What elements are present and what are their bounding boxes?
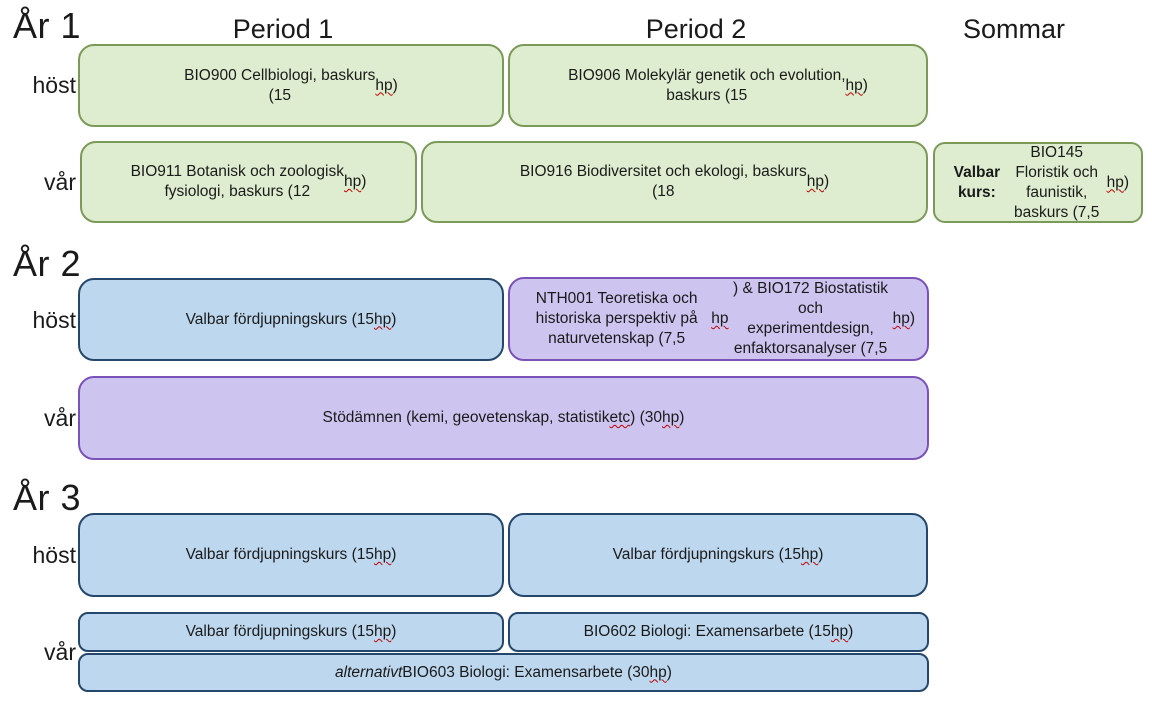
course-box-stodamnen: Stödämnen (kemi, geovetenskap, statistik… [78,376,929,460]
year-2-autumn-label: höst [32,307,76,333]
period-1-header: Period 1 [232,14,334,44]
course-box-nth001-bio172: NTH001 Teoretiska och historiska perspek… [508,277,929,361]
year-2-spring-label: vår [44,405,76,431]
course-box-bio603: alternativt BIO603 Biologi: Examensarbet… [78,653,929,692]
course-box-bio916: BIO916 Biodiversitet och ekologi, baskur… [421,141,928,223]
year-3-spring-label: vår [44,639,76,665]
year-3-label: År 3 [13,477,82,518]
year-2-label: År 2 [13,243,82,284]
year-1-spring-label: vår [44,169,76,195]
summer-header: Sommar [962,14,1065,44]
course-box-valbar-y3-p2: Valbar fördjupningskurs (15 hp) [508,513,928,597]
year-3-autumn-label: höst [32,542,76,568]
course-box-bio602: BIO602 Biologi: Examensarbete (15 hp) [508,612,929,652]
course-box-bio906: BIO906 Molekylär genetik och evolution,b… [508,44,928,127]
course-box-valbar-y3-spring: Valbar fördjupningskurs (15 hp) [78,612,504,652]
course-box-bio900: BIO900 Cellbiologi, baskurs(15 hp) [78,44,504,127]
year-1-label: År 1 [13,5,82,46]
course-box-valbar-y3-p1: Valbar fördjupningskurs (15 hp) [78,513,504,597]
period-2-header: Period 2 [645,14,747,44]
course-box-valbar-y2: Valbar fördjupningskurs (15 hp) [78,278,504,361]
year-1-autumn-label: höst [32,72,76,98]
